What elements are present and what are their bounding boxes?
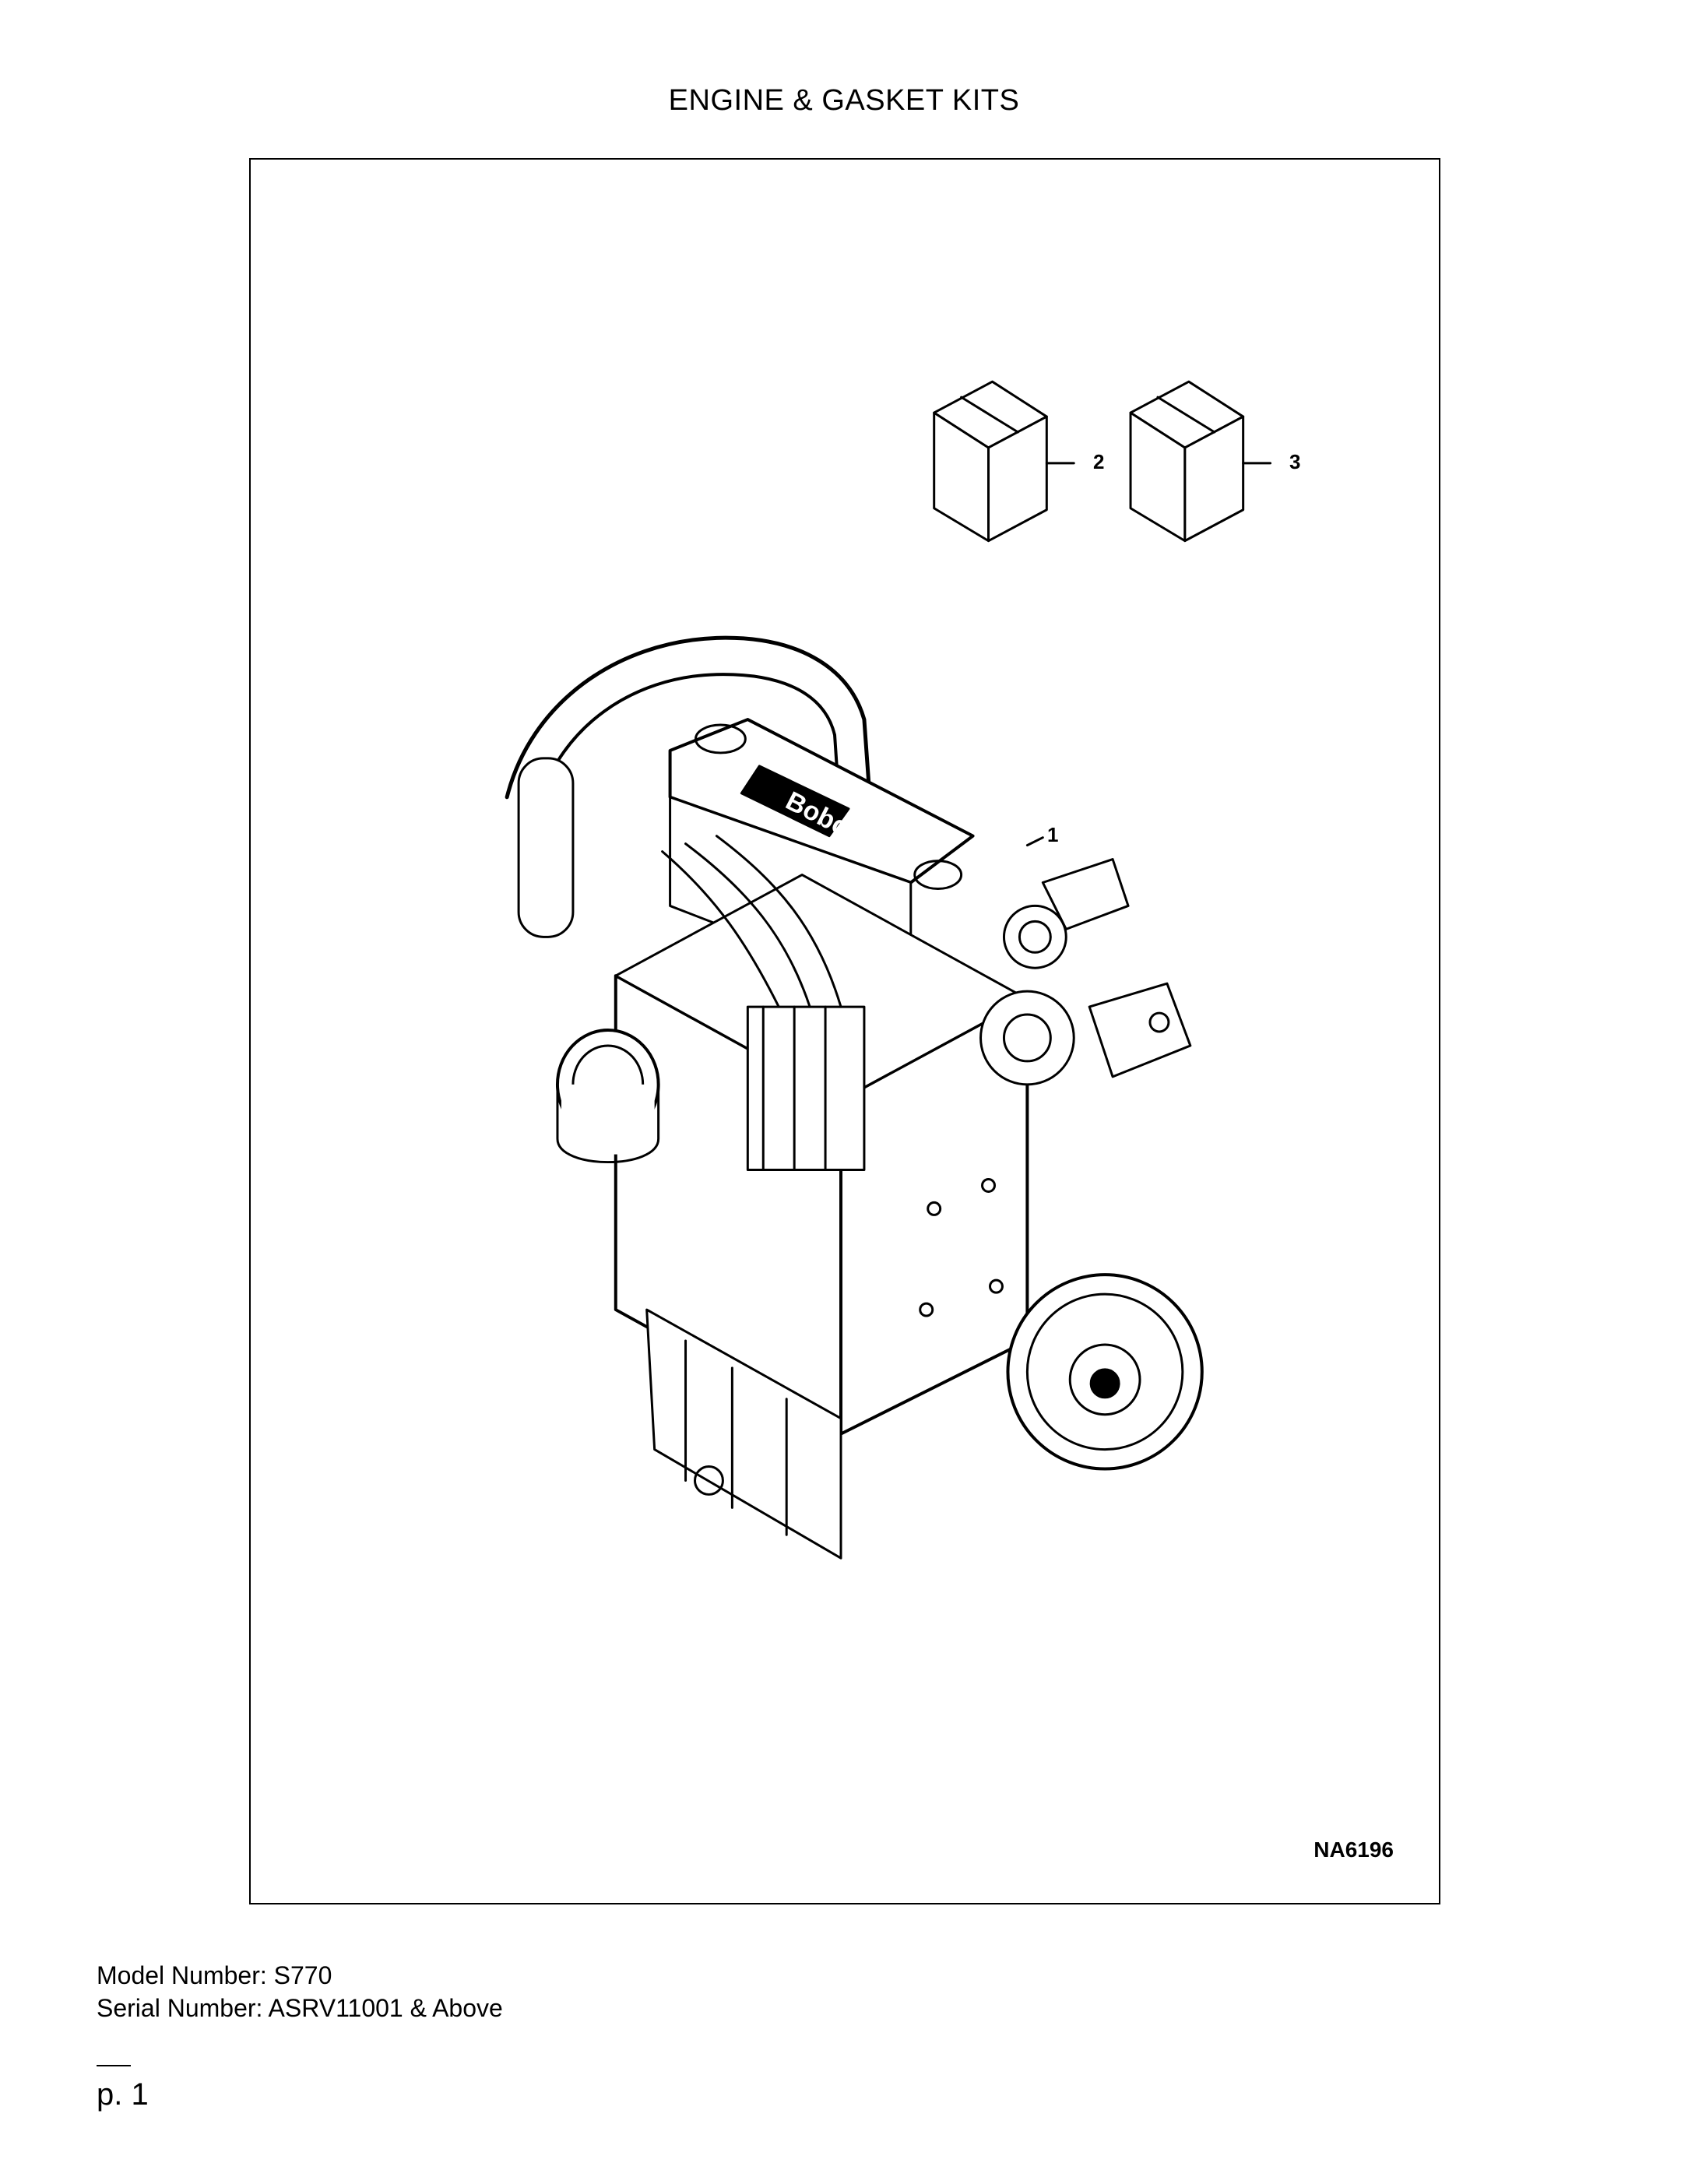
callout-1: 1 xyxy=(1047,823,1059,846)
page-divider xyxy=(97,2065,131,2066)
page-number: p. 1 xyxy=(97,2077,149,2112)
serial-number: Serial Number: ASRV11001 & Above xyxy=(97,1994,503,2022)
gasket-kit-box-icon xyxy=(1129,380,1272,543)
figure-code: NA6196 xyxy=(1313,1838,1394,1862)
model-number: Model Number: S770 xyxy=(97,1961,332,1989)
engine-assembly-icon xyxy=(505,635,1204,1560)
gasket-kit-box-icon xyxy=(933,380,1075,543)
callout-2: 2 xyxy=(1093,450,1105,473)
callout-3: 3 xyxy=(1289,450,1301,473)
model-info: Model Number: S770 Serial Number: ASRV11… xyxy=(97,1959,503,2024)
page-title: ENGINE & GASKET KITS xyxy=(668,84,1020,117)
parts-illustration-frame: Bobcat 1 2 3 NA6196 xyxy=(249,158,1440,1904)
engine-illustration: Bobcat xyxy=(505,380,1272,1560)
